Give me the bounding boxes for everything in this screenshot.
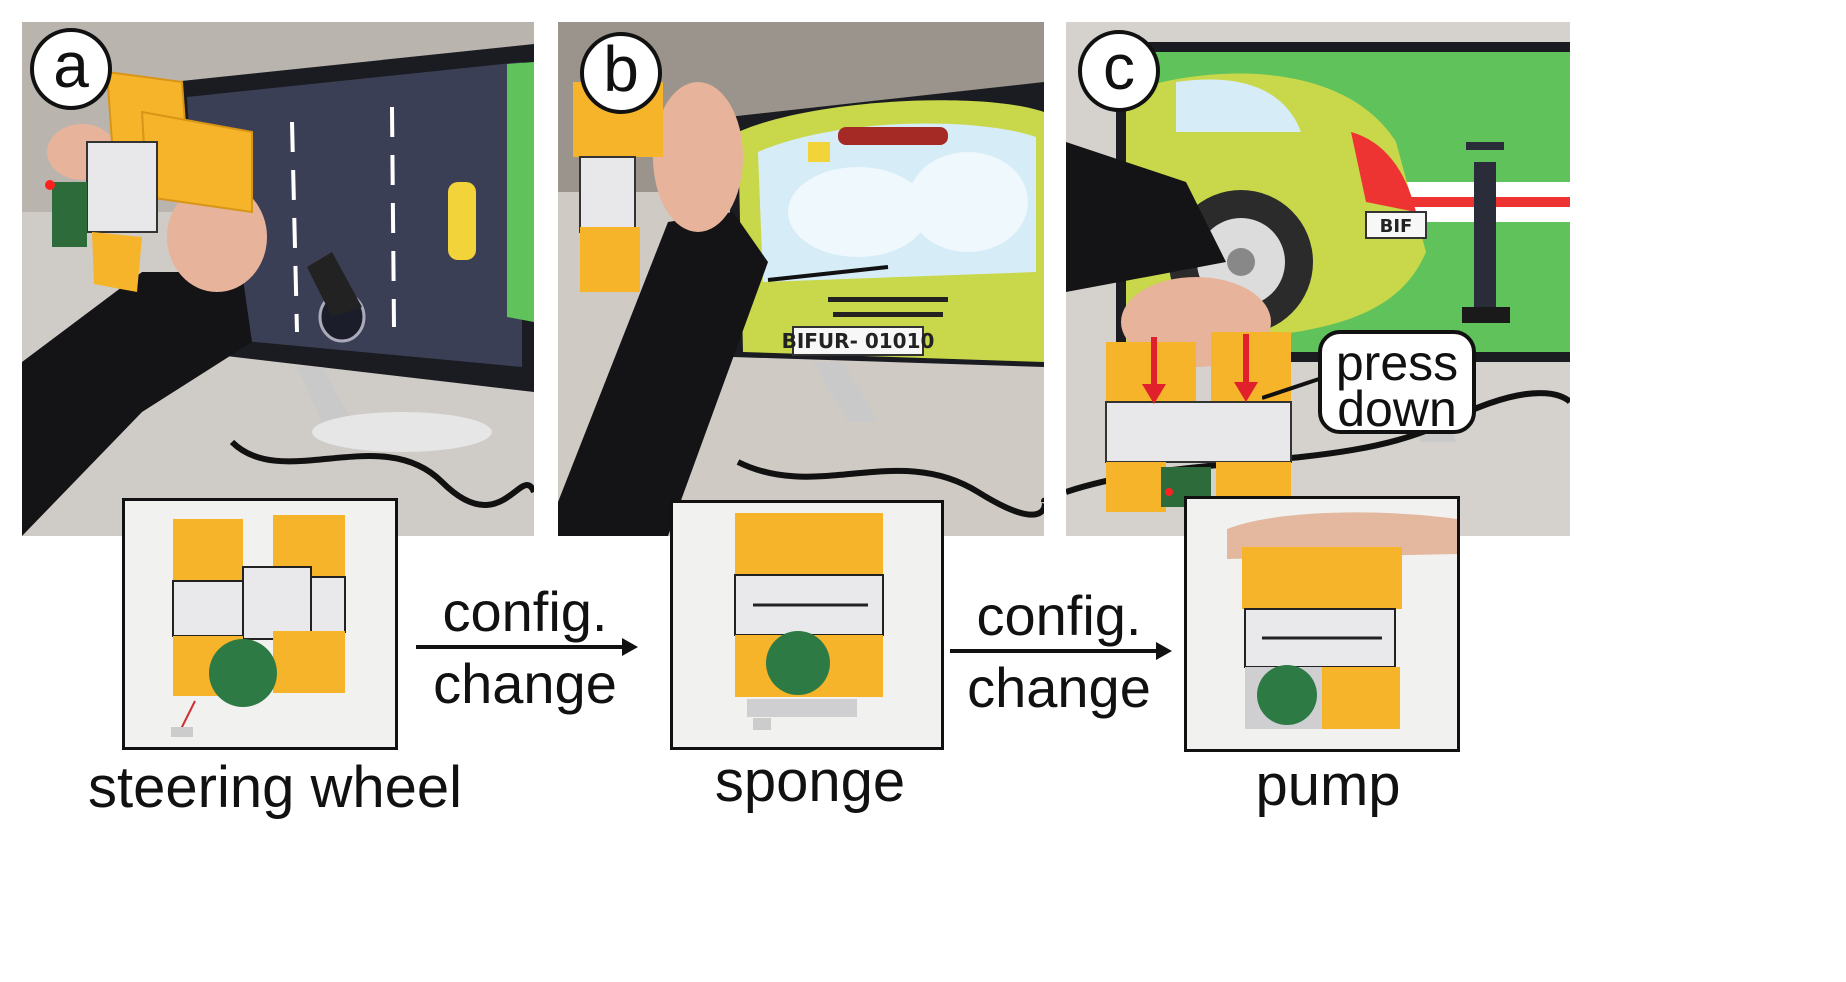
photo-a-scene [22,22,534,536]
arrow-2-line1: config. [976,584,1142,647]
arrow-1-right-arrow-icon [416,638,638,656]
inset-photo-pump [1184,496,1460,752]
sponge-config-image [673,503,941,747]
photo-panel-a [22,22,534,536]
inset-photo-steering-wheel [122,498,398,750]
panel-label-a-text: a [53,29,89,101]
config-change-arrow-1: config. change [410,584,640,712]
caption-steering-wheel: steering wheel [88,755,462,820]
panel-label-b-text: b [603,33,639,105]
config-change-arrow-2: config. change [944,588,1174,716]
arrow-2-right-arrow-icon [950,642,1172,660]
arrow-2-line2: change [967,656,1151,719]
license-plate-c: BIF [1380,216,1413,237]
steering-wheel-config-image [125,501,395,747]
panel-label-b: b [580,32,662,114]
photo-panel-c: BIF [1066,22,1570,536]
photo-c-scene: BIF [1066,22,1570,536]
caption-pump: pump [1255,753,1401,818]
license-plate-b: BIFUR- 01010 [782,329,935,353]
inset-photo-sponge [670,500,944,750]
callout-pointer [1262,376,1323,400]
caption-sponge: sponge [714,749,906,814]
panel-label-c-text: c [1103,31,1135,103]
arrow-1-line1: config. [442,580,608,643]
pump-config-image [1187,499,1457,749]
arrow-1-line2: change [433,652,617,715]
panel-label-c: c [1078,30,1160,112]
panel-label-a: a [30,28,112,110]
